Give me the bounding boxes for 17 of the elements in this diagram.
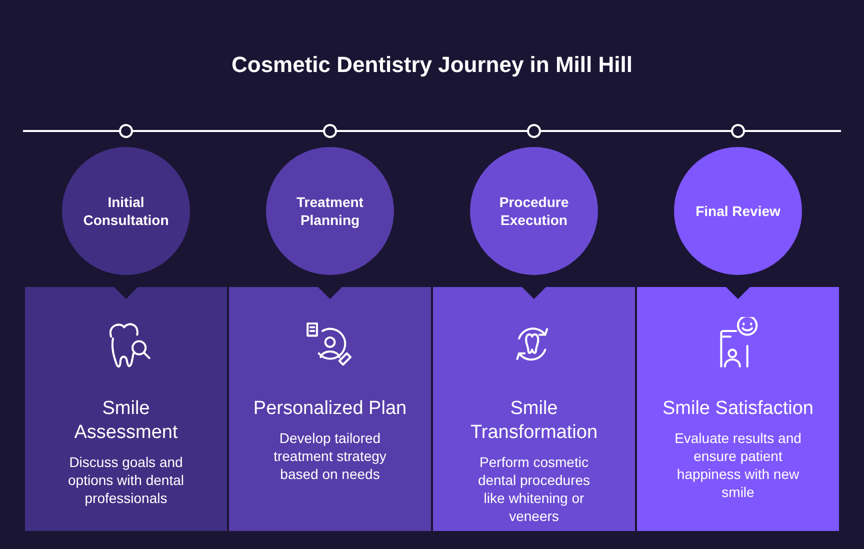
- step-label: Final Review: [694, 202, 782, 220]
- card-description: Perform cosmetic dental procedures like whitening or veneers: [476, 453, 592, 525]
- card-heading: Smile Satisfaction: [661, 397, 814, 421]
- card-heading: Smile Assessment: [73, 397, 179, 445]
- step-label: Initial Consultation: [82, 193, 170, 229]
- step-card: [229, 287, 431, 531]
- step-card: [637, 287, 839, 531]
- title: Cosmetic Dentistry Journey in Mill Hill: [230, 52, 634, 78]
- card-description: Develop tailored treatment strategy based on needs: [272, 429, 388, 483]
- step-card: [433, 287, 635, 531]
- step-label: Procedure Execution: [498, 193, 570, 229]
- step-label: Treatment Planning: [296, 193, 364, 229]
- card-description: Discuss goals and options with dental professionals: [67, 453, 185, 507]
- card-description: Evaluate results and ensure patient happiness with new smile: [674, 429, 802, 501]
- step-card: [25, 287, 227, 531]
- card-heading: Smile Transformation: [469, 397, 599, 445]
- card-heading: Personalized Plan: [253, 397, 407, 421]
